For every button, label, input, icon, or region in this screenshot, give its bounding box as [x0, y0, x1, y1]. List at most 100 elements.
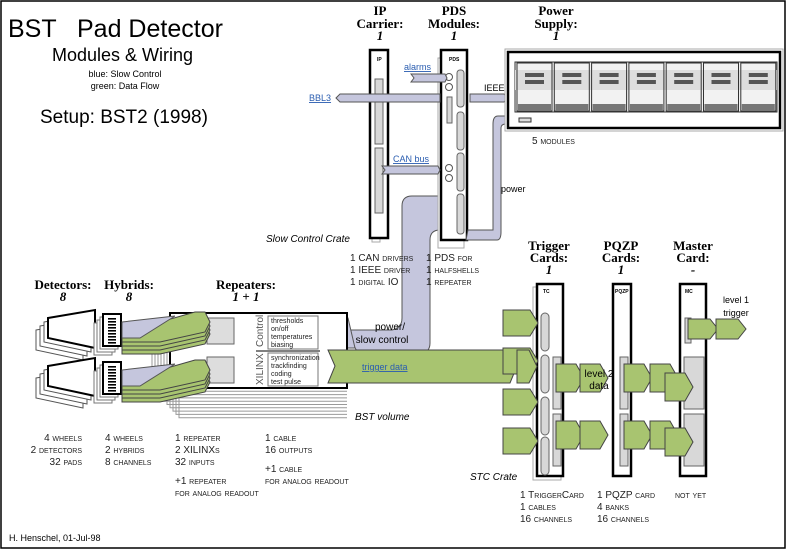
svg-text:PDS: PDS	[449, 57, 460, 63]
svg-text:1 repeater: 1 repeater	[175, 433, 221, 444]
level2-label: level 2	[585, 369, 614, 380]
svg-text:2 detectors: 2 detectors	[31, 445, 83, 456]
trigger-data-cable	[327, 349, 518, 384]
svg-text:1 digital IO: 1 digital IO	[350, 277, 399, 288]
svg-text:1 PQZP card: 1 PQZP card	[597, 490, 655, 501]
svg-text:32 pads: 32 pads	[50, 457, 83, 468]
power-slow-control-label: power/	[375, 322, 405, 333]
stc-crate-label: STC Crate	[470, 472, 518, 483]
header-repeaters: Repeaters: 1 + 1	[216, 277, 276, 304]
header-pds-modules: PDS Modules: 1	[428, 3, 480, 43]
data-arrow	[664, 427, 694, 457]
svg-text:TC: TC	[543, 289, 550, 295]
hybrid-ribbon-blue	[121, 363, 176, 387]
data-arrow	[579, 363, 609, 393]
svg-text:IP: IP	[377, 57, 382, 63]
bst-volume-label: BST volume	[355, 412, 410, 423]
svg-text:1 + 1: 1 + 1	[233, 289, 260, 304]
svg-text:1 TriggerCard: 1 TriggerCard	[520, 490, 584, 501]
svg-text:Repeaters:: Repeaters:	[216, 277, 276, 292]
svg-text:Hybrids:: Hybrids:	[104, 277, 154, 292]
alarms-cable	[410, 73, 448, 83]
hybrid-ribbons	[121, 311, 211, 403]
svg-text:PQZP: PQZP	[604, 238, 639, 253]
ieee-label: IEEE	[484, 83, 505, 93]
power-supply-count: 5 modules	[532, 136, 575, 147]
setup-label: Setup: BST2 (1998)	[40, 107, 208, 128]
svg-text:1 IEEE driver: 1 IEEE driver	[350, 265, 410, 276]
svg-text:trackfinding: trackfinding	[271, 363, 307, 370]
header-detectors: Detectors: 8	[34, 277, 91, 304]
alarms-link[interactable]: alarms	[404, 62, 432, 72]
level1-label: level 1	[723, 295, 749, 305]
svg-text:Trigger: Trigger	[528, 238, 570, 253]
master-card-counts: not yet	[675, 490, 707, 501]
svg-text:1 repeater: 1 repeater	[426, 277, 472, 288]
svg-text:16 outputs: 16 outputs	[265, 445, 313, 456]
svg-text:coding: coding	[271, 371, 292, 378]
bbl3-cable	[335, 93, 441, 103]
trigger-data-link[interactable]: trigger data	[362, 362, 408, 372]
svg-text:1 PDS for: 1 PDS for	[426, 253, 472, 264]
svg-text:1: 1	[546, 262, 553, 277]
svg-text:PQZP: PQZP	[615, 289, 629, 295]
data-arrow	[623, 420, 653, 450]
svg-text:MC: MC	[685, 289, 693, 295]
svg-text:Modules:: Modules:	[428, 16, 480, 31]
svg-text:for analog readout: for analog readout	[175, 488, 259, 499]
svg-text:1 cables: 1 cables	[520, 502, 556, 513]
power-supply	[504, 48, 784, 132]
ieee-cable	[469, 93, 508, 103]
hybrid-counts: 4 wheels 2 hybrids 8 channels	[105, 433, 152, 468]
svg-text:Power: Power	[538, 3, 574, 18]
svg-text:-: -	[691, 262, 695, 277]
page-subtitle: Modules & Wiring	[52, 45, 193, 65]
svg-text:1: 1	[377, 28, 384, 43]
power-label: power	[501, 184, 526, 194]
svg-text:PDS: PDS	[442, 3, 467, 18]
data-arrow	[516, 349, 538, 384]
svg-text:temperatures: temperatures	[271, 334, 313, 341]
level2-label-2: data	[589, 381, 609, 392]
svg-text:IP: IP	[374, 3, 387, 18]
can-bus-link[interactable]: CAN bus	[393, 154, 430, 164]
ip-carrier-card: IP	[368, 48, 390, 243]
bbl3-link[interactable]: BBL3	[309, 93, 331, 103]
svg-text:Cards:: Cards:	[602, 250, 640, 265]
trigger-card-counts: 1 TriggerCard 1 cables 16 channels	[520, 490, 584, 525]
pds-module-card: PDS	[437, 48, 469, 249]
data-arrow	[664, 372, 694, 402]
svg-text:Master: Master	[673, 238, 713, 253]
header-hybrids: Hybrids: 8	[104, 277, 154, 304]
slow-crate-counts-left: 1 CAN drivers 1 IEEE driver 1 digital IO	[350, 253, 414, 288]
header-trigger-cards: Trigger Cards: 1	[528, 238, 570, 277]
svg-text:8: 8	[60, 289, 67, 304]
svg-text:4 wheels: 4 wheels	[105, 433, 143, 444]
detectors	[35, 308, 122, 409]
cable-outline	[166, 340, 347, 405]
power-cable	[465, 115, 507, 241]
detector-counts: 4 wheels 2 detectors 32 pads	[31, 433, 83, 468]
can-bus-cable	[381, 165, 441, 175]
svg-text:16 channels: 16 channels	[597, 514, 649, 525]
hybrid-ribbon-blue	[121, 315, 176, 339]
svg-text:synchronization: synchronization	[271, 355, 320, 362]
svg-text:4 banks: 4 banks	[597, 502, 629, 513]
header-master-card: Master Card: -	[673, 238, 713, 277]
data-arrow	[715, 318, 747, 340]
xilinx-label: XILINX	[255, 353, 266, 385]
power-slow-control-label-2: slow control	[356, 335, 409, 346]
slow-control-crate-label: Slow Control Crate	[266, 234, 350, 245]
svg-text:+1 cable: +1 cable	[265, 464, 302, 475]
legend-green: green: Data Flow	[91, 81, 160, 91]
svg-text:Supply:: Supply:	[534, 16, 577, 31]
svg-text:Cards:: Cards:	[530, 250, 568, 265]
control-label: Control	[255, 315, 266, 347]
svg-text:32 inputs: 32 inputs	[175, 457, 215, 468]
header-power-supply: Power Supply: 1	[534, 3, 577, 43]
svg-text:+1 repeater: +1 repeater	[175, 476, 226, 487]
header-pqzp-cards: PQZP Cards: 1	[602, 238, 640, 277]
data-flow-arrows	[502, 309, 747, 457]
svg-text:biasing: biasing	[271, 342, 293, 349]
data-arrow	[502, 427, 539, 455]
